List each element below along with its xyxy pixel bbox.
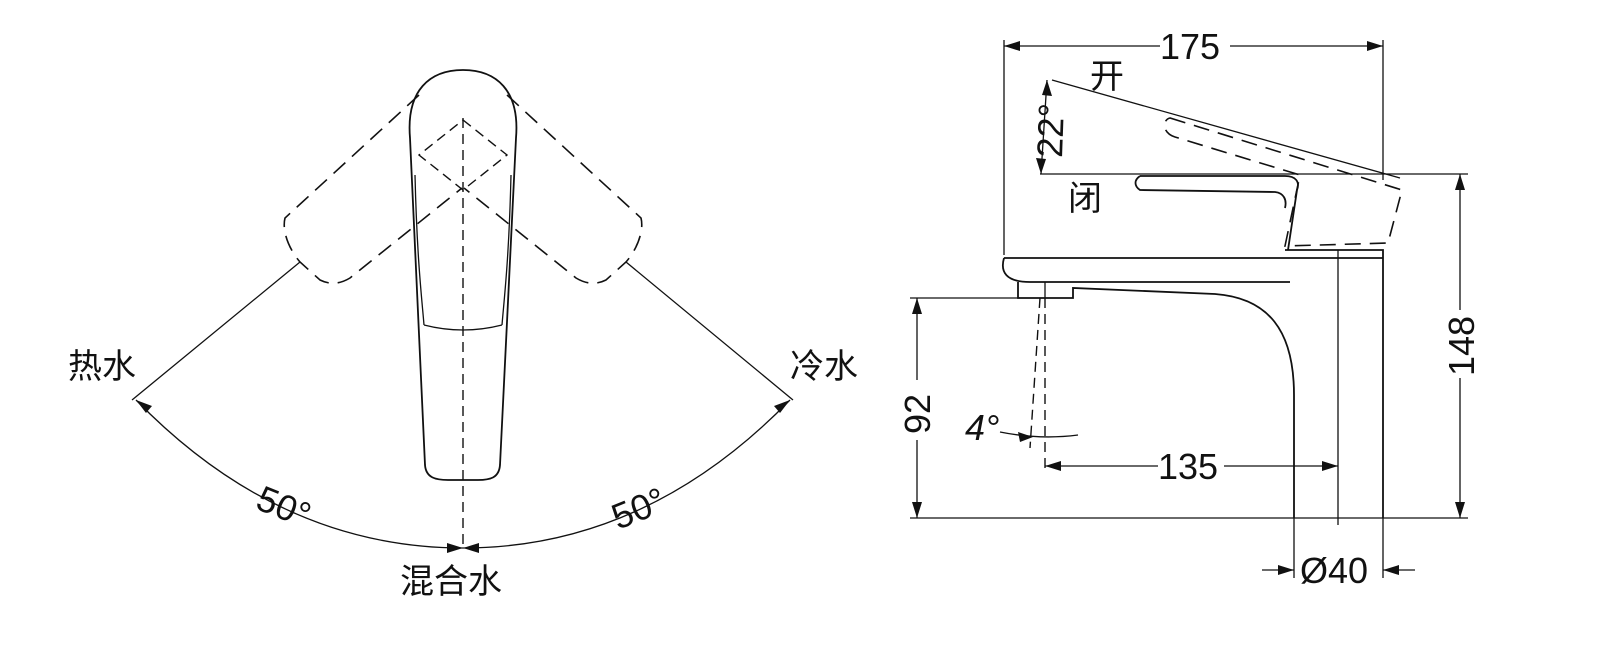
open-label: 开 xyxy=(1090,57,1124,97)
handle-closed xyxy=(1140,175,1299,251)
spout-outline xyxy=(1017,282,1295,518)
dim-40-arrow-left xyxy=(1278,565,1294,575)
top-view: 热水 冷水 混合水 50° 50° xyxy=(68,69,858,602)
side-view: 175 22° 开 闭 4° xyxy=(897,26,1482,591)
mixed-water-label: 混合水 xyxy=(400,562,502,602)
arrow-mix-left xyxy=(447,543,463,553)
hot-extension-line xyxy=(131,261,301,401)
closed-label: 闭 xyxy=(1068,179,1102,219)
handle-hot-position xyxy=(283,94,463,284)
arrow-mix-right xyxy=(463,543,479,553)
dim-92-arrow-bottom xyxy=(912,502,922,518)
dim-135-arrow-right xyxy=(1322,461,1338,471)
handle-inner-line-right xyxy=(501,174,512,326)
cold-extension-line xyxy=(625,261,794,401)
body-cap xyxy=(1285,249,1384,258)
arrow-hot xyxy=(136,400,152,413)
dim-175-arrow-left xyxy=(1004,41,1020,51)
dim-148-arrow-top xyxy=(1455,174,1465,190)
spout-top xyxy=(1002,257,1290,283)
dim-92-text: 92 xyxy=(897,394,938,434)
angle-right-label: 50° xyxy=(606,479,672,537)
dim-40-text: Ø40 xyxy=(1300,550,1368,591)
handle-inner-line-left xyxy=(414,174,425,326)
dim-4-arc xyxy=(999,431,1079,438)
dim-22-text: 22° xyxy=(1029,102,1072,158)
dim-148-text: 148 xyxy=(1441,316,1482,376)
dim-22-arrow-bottom xyxy=(1036,158,1046,174)
cold-water-label: 冷水 xyxy=(790,347,858,387)
arrow-cold xyxy=(774,400,790,413)
dim-135-text: 135 xyxy=(1158,446,1218,487)
dim-4-text: 4° xyxy=(965,407,999,448)
dim-175-arrow-right xyxy=(1367,41,1383,51)
open-ref-line xyxy=(1051,79,1401,179)
handle-closed-lower xyxy=(1134,175,1287,209)
dim-4-arrow xyxy=(1018,432,1033,442)
dim-22-arrow-top xyxy=(1042,80,1052,96)
handle-open xyxy=(1163,117,1403,247)
dim-135-arrow-left xyxy=(1045,461,1061,471)
angle-left-label: 50° xyxy=(251,477,317,535)
dim-148-arrow-bottom xyxy=(1455,502,1465,518)
spout-tilt-line xyxy=(1029,297,1041,449)
handle-cold-position xyxy=(463,94,643,284)
dim-92-arrow-top xyxy=(912,298,922,314)
handle-top-outline xyxy=(408,69,518,481)
dim-40-arrow-right xyxy=(1383,565,1399,575)
dim-22-arc xyxy=(1040,79,1048,175)
dim-175-text: 175 xyxy=(1160,26,1220,67)
center-diamond xyxy=(417,119,509,191)
hot-water-label: 热水 xyxy=(68,347,136,387)
